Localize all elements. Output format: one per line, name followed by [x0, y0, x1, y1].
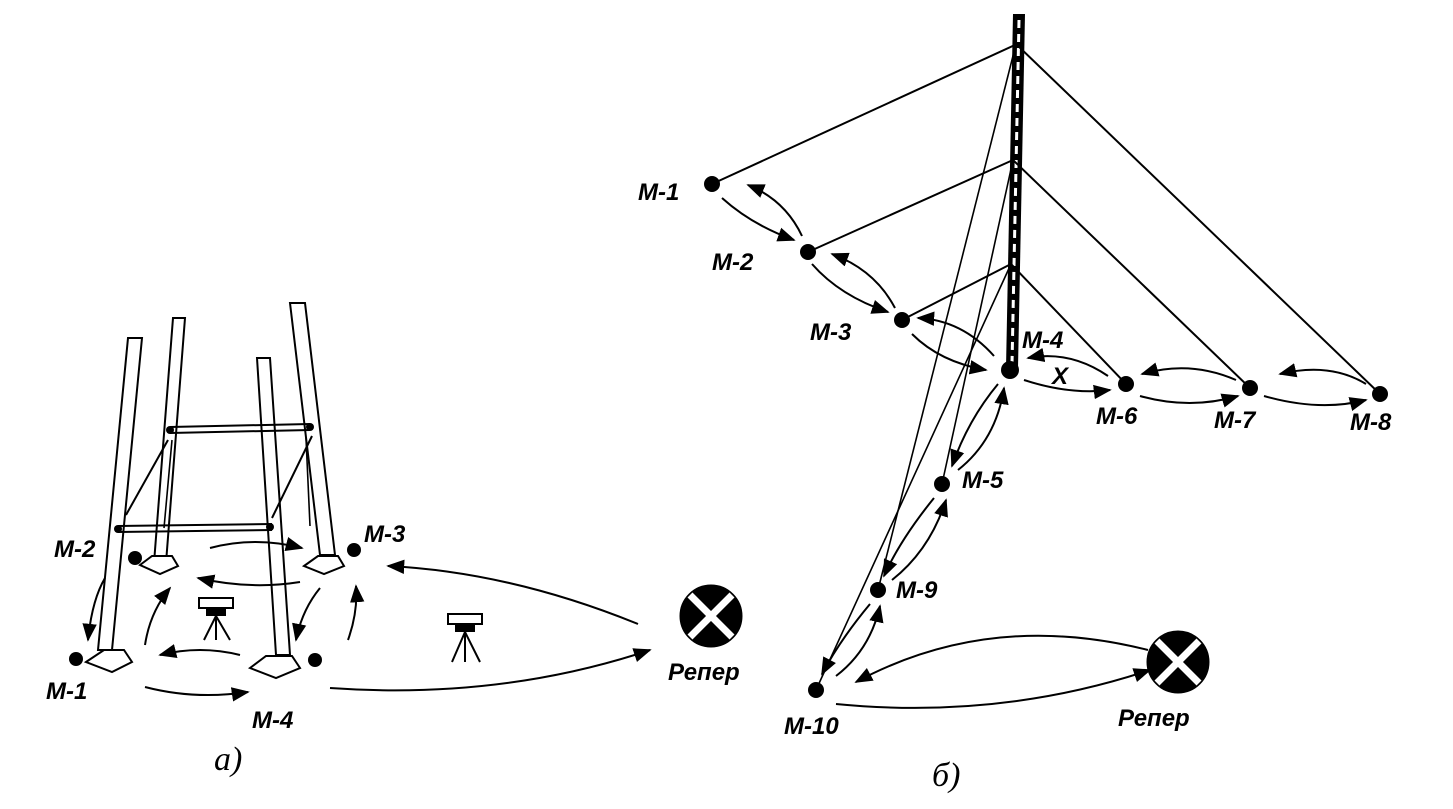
label-m6: М-6 — [1096, 403, 1138, 430]
mark-m5-dot — [934, 476, 950, 492]
mark-m2-dot — [800, 244, 816, 260]
mark-m4-dot — [308, 653, 322, 667]
route-arrow — [144, 686, 250, 702]
mark-m10-dot — [808, 682, 824, 698]
label-m2: М-2 — [54, 536, 96, 563]
level-route-a — [82, 537, 652, 702]
brace-back-right — [305, 437, 311, 527]
route-arrow — [347, 584, 365, 641]
mark-m6-dot — [1118, 376, 1134, 392]
figure-a: М-2 М-3 М-1 М-4 Репер а) — [46, 302, 743, 778]
footing-m4 — [247, 655, 302, 680]
level-route-b — [721, 184, 1368, 709]
brace-right — [271, 435, 313, 519]
label-m2: М-2 — [712, 249, 754, 276]
route-arrow — [386, 559, 639, 625]
mark-m7-dot — [1242, 380, 1258, 396]
route-arrow — [144, 586, 172, 646]
caption-a: а) — [214, 741, 242, 778]
brace-left — [125, 439, 169, 516]
level-instrument-icon — [198, 597, 234, 641]
joint — [306, 423, 314, 431]
lower-beam-2 — [117, 529, 273, 533]
mast — [1006, 14, 1025, 368]
mark-m3-dot — [894, 312, 910, 328]
tower-structure — [83, 302, 346, 680]
label-m1: М-1 — [638, 179, 679, 206]
route-arrow — [292, 587, 321, 642]
route-arrow — [196, 574, 301, 589]
label-m5: М-5 — [962, 467, 1004, 494]
benchmark-icon — [1146, 630, 1210, 694]
mark-m2-dot — [128, 551, 142, 565]
label-m1: М-1 — [46, 678, 87, 705]
mark-m8-dot — [1372, 386, 1388, 402]
route-arrow — [82, 577, 106, 642]
lower-beam — [117, 523, 273, 527]
label-m4: М-4 — [252, 707, 293, 734]
tower-leg-front-left — [96, 337, 144, 651]
benchmark-icon — [679, 584, 743, 648]
footing-m3 — [301, 555, 346, 576]
guy-wires — [711, 43, 1381, 691]
label-m10: М-10 — [784, 713, 839, 740]
label-x: Х — [1050, 363, 1070, 390]
route-arrow — [209, 537, 304, 551]
footing-m2 — [138, 555, 180, 576]
label-benchmark: Репер — [668, 659, 740, 686]
label-m7: М-7 — [1214, 407, 1257, 434]
upper-beam — [169, 423, 311, 428]
mark-m1-dot — [69, 652, 83, 666]
label-m9: М-9 — [896, 577, 938, 604]
label-m3: М-3 — [810, 319, 852, 346]
route-arrow — [158, 644, 241, 659]
tower-leg-front-right — [255, 357, 292, 656]
mark-m3-dot — [347, 543, 361, 557]
level-instrument-icon — [447, 613, 483, 663]
caption-b: б) — [932, 757, 960, 794]
mark-m4-dot — [1001, 361, 1019, 379]
label-m4: М-4 — [1022, 327, 1063, 354]
footing-m1 — [83, 649, 134, 674]
label-benchmark: Репер — [1118, 705, 1190, 732]
figure-b: М-1 М-2 М-3 М-4 М-5 М-6 М-7 М-8 М-9 М-10… — [638, 14, 1392, 794]
route-arrow — [329, 648, 652, 692]
mark-m1-dot — [704, 176, 720, 192]
upper-beam-2 — [169, 429, 311, 434]
label-m8: М-8 — [1350, 409, 1392, 436]
joint — [114, 525, 122, 533]
mark-m9-dot — [870, 582, 886, 598]
brace-back-left — [163, 439, 173, 529]
mast-lattice — [1010, 19, 1021, 365]
joint — [166, 426, 174, 434]
label-m3: М-3 — [364, 521, 406, 548]
joint — [266, 523, 274, 531]
